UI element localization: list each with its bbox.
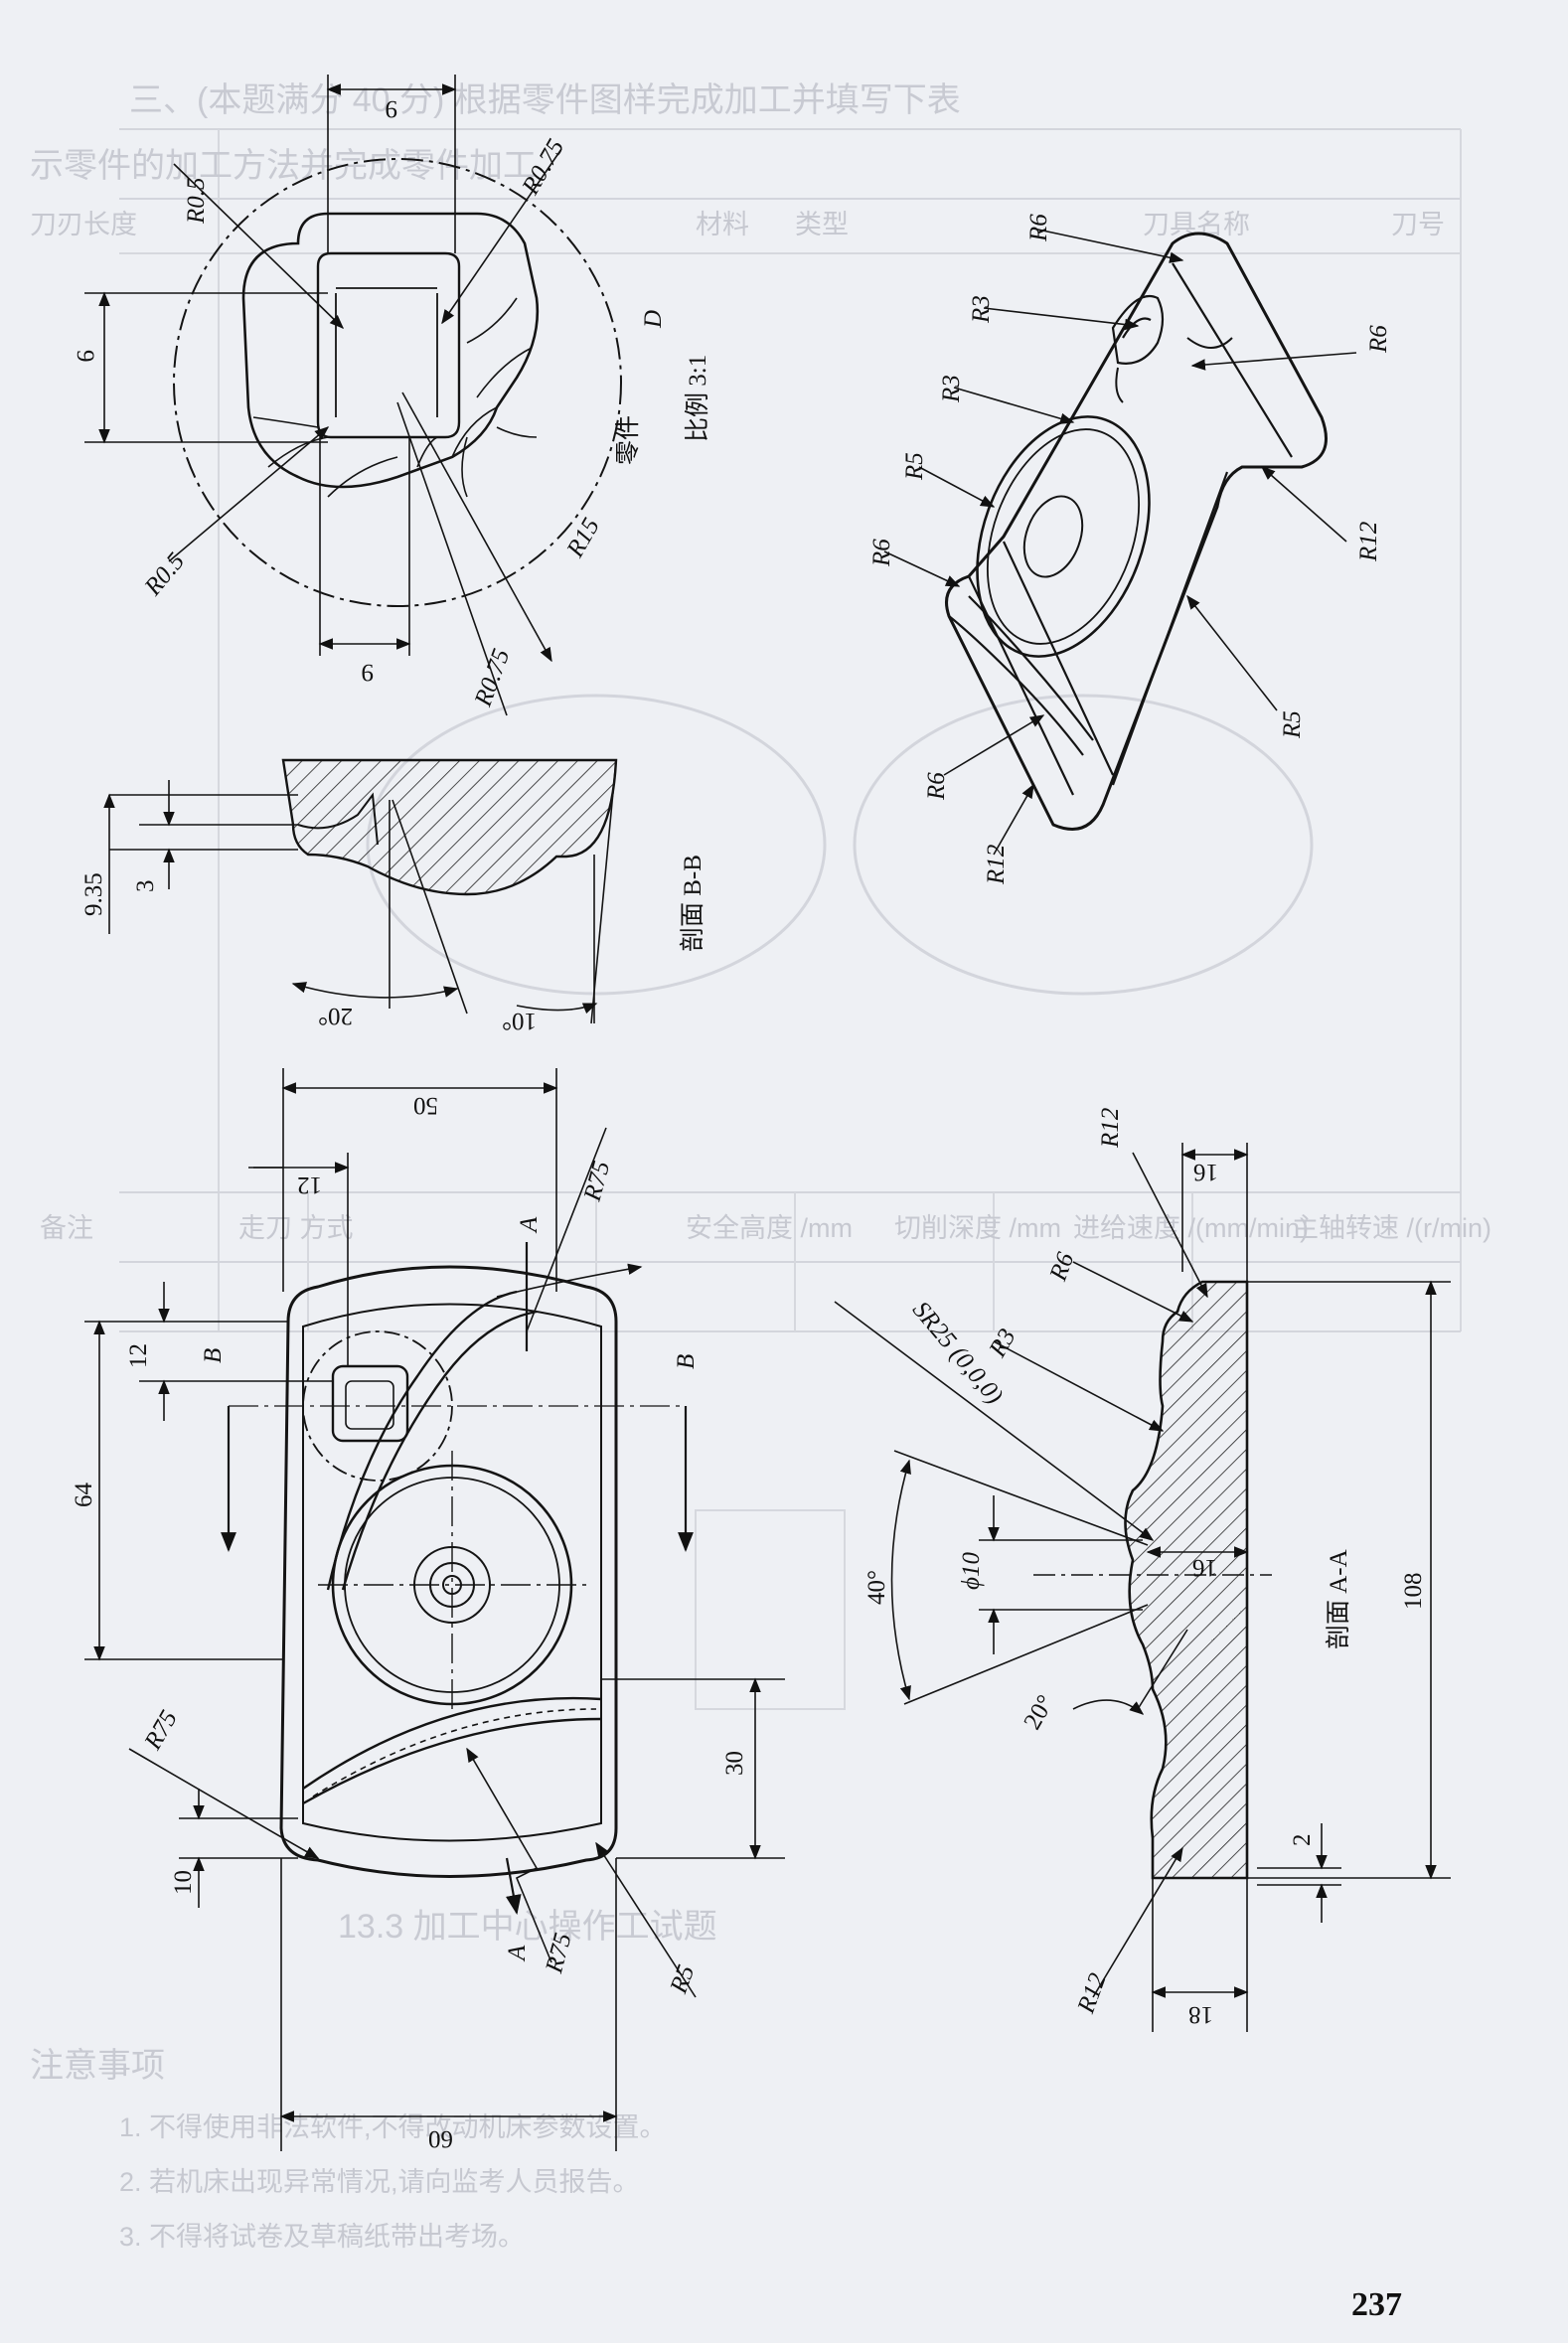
iso-view: R6 R3 R3 R6 R5 R6 R12 R5 R6 R12 <box>868 214 1392 885</box>
section-aa-height-108: 108 <box>1400 1573 1427 1611</box>
ghost-col-tool-length: 刀刃长度 <box>30 210 137 239</box>
section-aa-r12-top: R12 <box>1097 1108 1124 1149</box>
plan-cut-a-label-top: A <box>516 1216 543 1234</box>
iso-r6-bottom: R6 <box>923 772 950 801</box>
iso-r3-a: R3 <box>968 295 995 324</box>
detail-d-view-label: D <box>640 310 667 329</box>
ghost-col-remark: 备注 <box>40 1213 93 1243</box>
section-bb-dim-step: 3 <box>132 880 159 893</box>
detail-d-rib-lines-2 <box>327 426 538 498</box>
ghost-question-subtitle: 示零件的加工方法并完成零件加工 <box>30 147 537 185</box>
detail-d-scale: 比例 3:1 <box>684 355 711 442</box>
detail-d-r-top-left: R0.5 <box>183 177 210 225</box>
section-aa-r3: R3 <box>984 1325 1021 1362</box>
plan-r5: R5 <box>665 1961 700 1997</box>
iso-boss-hole <box>1022 495 1084 578</box>
plan-dim-10: 10 <box>170 1870 197 1895</box>
ghost-col-safe: 安全高度 /mm <box>686 1213 853 1243</box>
iso-boss-inner <box>986 428 1141 645</box>
plan-view: A B B A 50 12 R75 12 64 R75 30 <box>71 1068 785 2152</box>
section-bb-profile <box>281 758 618 896</box>
section-aa-profile <box>1124 1280 1249 1880</box>
detail-d-boundary-circle <box>173 158 622 607</box>
plan-dim-width-60: 60 <box>428 2125 453 2152</box>
detail-d-fillet-lines <box>335 287 438 417</box>
ghost-notes-title: 注意事项 <box>30 2047 165 2085</box>
iso-edges <box>968 262 1293 796</box>
detail-d-title: 零件 <box>614 415 642 465</box>
plan-dim-offset-12-left: 12 <box>125 1343 152 1368</box>
plan-r75-left: R75 <box>139 1706 183 1755</box>
plan-square-pocket <box>331 1364 409 1443</box>
section-aa-angle-20: 20° <box>1019 1691 1059 1735</box>
section-aa-dia-10: ϕ10 <box>958 1552 985 1590</box>
detail-d-r-bottom-right: R0.75 <box>469 646 515 711</box>
detail-d-r15: R15 <box>561 514 605 562</box>
detail-d-rib-lines <box>252 297 533 468</box>
section-bb-dim-height: 9.35 <box>80 872 107 916</box>
section-aa-depth-16: 16 <box>1192 1554 1217 1581</box>
ghost-question-title: 三、(本题满分 40 分) 根据零件图样完成加工并填写下表 <box>129 81 961 119</box>
iso-pocket-edges <box>1115 337 1233 403</box>
page-number: 237 <box>1351 2286 1402 2323</box>
plan-cut-b-label-left: B <box>200 1348 227 1363</box>
plan-cut-b-label-right: B <box>673 1354 700 1369</box>
iso-r6-right: R6 <box>1365 325 1392 354</box>
ghost-col-type: 类型 <box>795 210 849 239</box>
plan-inner-outline <box>302 1303 602 1842</box>
section-bb-angle-right: 10° <box>502 1008 537 1034</box>
detail-d-dim-left: 9 <box>72 350 98 363</box>
section-aa-dim-2: 2 <box>1289 1834 1316 1847</box>
section-bb-pocket <box>297 792 379 846</box>
plan-cut-a-label-bottom: A <box>504 1945 531 1962</box>
ghost-note-2: 2. 若机床出现异常情况,请向监考人员报告。 <box>119 2167 640 2197</box>
detail-d-outer-outline <box>241 212 540 489</box>
plan-detail-d-circle <box>302 1330 453 1482</box>
iso-slot <box>948 595 1094 756</box>
plan-lower-slot <box>302 1696 602 1805</box>
ghost-col-method: 走刀 方式 <box>238 1213 354 1243</box>
detail-d-dim-top: 9 <box>386 95 398 122</box>
ghost-section-heading: 13.3 加工中心操作工试题 <box>338 1908 717 1946</box>
section-aa-r6: R6 <box>1044 1249 1079 1286</box>
section-bb-title: 剖面 B-B <box>679 855 706 952</box>
plan-channel <box>326 1290 538 1591</box>
section-aa-angle-40: 40° <box>863 1570 890 1605</box>
ghost-layer: 三、(本题满分 40 分) 根据零件图样完成加工并填写下表 示零件的加工方法并完… <box>30 81 1491 2252</box>
plan-dim-30: 30 <box>721 1751 748 1776</box>
iso-r12-right: R12 <box>1355 522 1382 562</box>
section-aa-title: 剖面 A-A <box>1325 1549 1352 1649</box>
iso-r6-left: R6 <box>868 539 895 567</box>
iso-r6-top: R6 <box>1025 214 1052 242</box>
detail-d-dim-bottom: 9 <box>362 659 375 686</box>
section-bb-view: 9.35 3 20° 10° 剖面 B-B <box>80 758 706 1034</box>
iso-r5-b: R5 <box>1279 710 1306 739</box>
section-aa-width-16-top: 16 <box>1193 1159 1218 1185</box>
plan-dim-height-64: 64 <box>71 1483 97 1508</box>
plan-dim-offset-12-top: 12 <box>297 1172 322 1198</box>
section-bb-angle-left: 20° <box>318 1003 353 1029</box>
iso-outer-outline <box>945 232 1328 831</box>
ghost-col-feed: 进给速度 /(mm/min) <box>1073 1213 1309 1243</box>
ghost-col-spindle: 主轴转速 /(r/min) <box>1292 1213 1491 1243</box>
iso-r12-bottom: R12 <box>983 845 1010 885</box>
section-aa-width-18: 18 <box>1188 2001 1213 2028</box>
plan-square-inner <box>345 1380 394 1430</box>
detail-d-r-bottom-left: R0.5 <box>139 547 190 601</box>
section-aa-view: R12 16 R6 R3 SR25 (0,0,0) ϕ10 16 40° 20°… <box>834 1108 1451 2032</box>
ghost-note-3: 3. 不得将试卷及草稿纸带出考场。 <box>119 2222 525 2252</box>
plan-r75-top: R75 <box>578 1159 615 1205</box>
section-aa-r12-bottom: R12 <box>1072 1969 1111 2017</box>
ghost-col-tool-no: 刀号 <box>1391 210 1445 239</box>
iso-r5-a: R5 <box>901 452 928 481</box>
ghost-col-depth: 切削深度 /mm <box>894 1213 1061 1243</box>
iso-r3-b: R3 <box>938 375 965 403</box>
plan-outer-outline <box>279 1265 618 1878</box>
ghost-col-material: 材料 <box>696 210 749 239</box>
plan-dim-width-50: 50 <box>413 1092 438 1119</box>
